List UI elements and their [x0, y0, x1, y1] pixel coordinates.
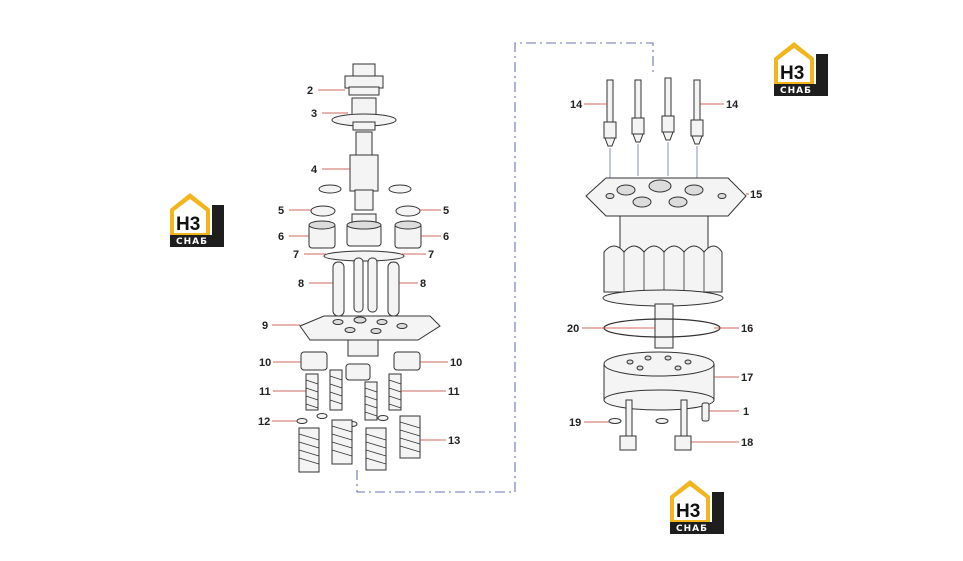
part-thin-plate — [323, 250, 405, 262]
small-washer — [296, 418, 308, 424]
part-pins — [332, 257, 400, 317]
part-shaft — [349, 131, 379, 211]
label-5-right: 5 — [443, 205, 449, 217]
label-19: 19 — [569, 417, 581, 429]
label-14-left: 14 — [570, 99, 583, 111]
small-washer — [316, 413, 328, 419]
outer-springs — [298, 415, 421, 473]
label-16: 16 — [741, 323, 753, 335]
label-10-left: 10 — [259, 357, 271, 369]
part-top-flange — [585, 177, 747, 217]
label-12: 12 — [258, 416, 270, 428]
part-dowel-pin — [701, 402, 710, 422]
label-8-left: 8 — [298, 278, 304, 290]
spring-seat — [345, 363, 371, 381]
leader-lines — [272, 89, 749, 443]
part-lower-block — [603, 351, 715, 411]
logo-top-right: H3 CHAБ — [774, 42, 828, 96]
spring-seat — [393, 351, 421, 371]
small-washer — [608, 418, 622, 424]
washer — [388, 184, 412, 194]
label-5-left: 5 — [278, 205, 284, 217]
label-6-right: 6 — [443, 231, 449, 243]
logo-bottom: H3 CHAБ — [670, 480, 724, 534]
label-3: 3 — [311, 108, 317, 120]
part-bolts — [603, 77, 704, 178]
label-11-right: 11 — [448, 386, 460, 398]
svg-text:H3: H3 — [676, 501, 700, 522]
seal-ring — [395, 205, 421, 217]
part-nut — [344, 63, 384, 96]
assembly-chain-line — [356, 42, 654, 493]
label-14-right: 14 — [726, 99, 739, 111]
spring-seat — [300, 351, 328, 371]
label-17: 17 — [741, 372, 753, 384]
label-2: 2 — [307, 85, 313, 97]
svg-text:H3: H3 — [176, 214, 200, 235]
left-assembly — [296, 63, 441, 473]
bushing-right — [394, 220, 422, 249]
seal-ring — [310, 205, 336, 217]
label-4: 4 — [311, 164, 318, 176]
label-7-left: 7 — [293, 249, 299, 261]
svg-text:CHAБ: CHAБ — [780, 86, 812, 96]
svg-text:H3: H3 — [780, 63, 804, 84]
small-washer — [655, 418, 669, 424]
logo-left: H3 CHAБ — [170, 193, 224, 247]
label-15: 15 — [750, 189, 762, 201]
part-number-labels: 2 3 4 5 5 6 6 7 7 8 8 9 10 10 11 11 12 1… — [258, 85, 762, 449]
svg-text:CHAБ: CHAБ — [176, 237, 208, 247]
label-10-right: 10 — [450, 357, 462, 369]
bushing-left — [308, 220, 336, 249]
label-18: 18 — [741, 437, 753, 449]
part-housing — [602, 215, 724, 349]
part-flange — [331, 97, 397, 131]
label-11-left: 11 — [259, 386, 271, 398]
washer — [318, 184, 342, 194]
right-assembly — [585, 77, 747, 451]
label-8-right: 8 — [420, 278, 426, 290]
label-20: 20 — [567, 323, 579, 335]
part-base-plate — [299, 315, 441, 357]
small-washer — [377, 415, 389, 421]
svg-text:CHAБ: CHAБ — [676, 524, 708, 534]
label-9: 9 — [262, 320, 268, 332]
label-6-left: 6 — [278, 231, 284, 243]
label-1: 1 — [743, 406, 749, 418]
inner-springs — [305, 369, 402, 421]
part-studs — [619, 399, 692, 451]
bushing-center — [346, 220, 382, 247]
label-13: 13 — [448, 435, 460, 447]
label-7-right: 7 — [428, 249, 434, 261]
